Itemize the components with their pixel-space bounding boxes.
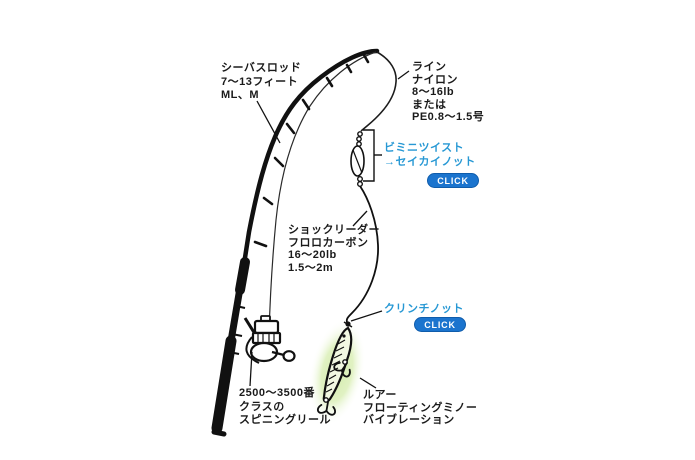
- rod-guides: [253, 53, 370, 248]
- lure-label-line: ルアー: [363, 389, 397, 401]
- rod-label-line: シーバスロッド: [221, 62, 302, 74]
- main-line: [360, 51, 397, 132]
- line-label-line: ナイロン: [412, 73, 458, 86]
- pointer-line: [397, 70, 410, 80]
- knot-bracket: [363, 129, 382, 182]
- bimini-click-button[interactable]: CLICK: [427, 173, 479, 188]
- running-line: [268, 51, 377, 335]
- shock-leader-line: 16～20lb: [288, 249, 337, 261]
- clinch-knot-link[interactable]: クリンチノット: [384, 303, 464, 315]
- reel-illustration: [243, 315, 296, 364]
- shock-leader-line: ショックリーダー: [288, 224, 380, 236]
- pointer-lines: [249, 70, 410, 389]
- pointer-clinch: [350, 310, 383, 322]
- reel-label-line: クラスの: [239, 400, 285, 413]
- clinch-knot-drawing: [343, 321, 353, 328]
- clinch-click-button[interactable]: CLICK: [414, 317, 466, 332]
- reel-label-line: スピニングリール: [239, 414, 331, 426]
- line-label: ライン ナイロン 8～16lb または PE0.8～1.5号: [412, 61, 484, 124]
- line-label-line: PE0.8～1.5号: [412, 111, 485, 123]
- bimini-knot-link-line[interactable]: →セイカイノット: [384, 155, 476, 168]
- bimini-knot-drawing: [350, 131, 365, 187]
- reel-label-line: 2500～3500番: [239, 387, 315, 399]
- lure-label-line: バイブレーション: [363, 414, 455, 426]
- pointer-lure: [359, 377, 377, 389]
- pointer-leader: [352, 210, 368, 227]
- line-label-line: ライン: [412, 61, 447, 73]
- rod-label: シーバスロッド 7～13フィート ML、M: [221, 62, 301, 103]
- bimini-knot-link[interactable]: ビミニツイスト →セイカイノット: [384, 142, 476, 169]
- line-label-line: または: [412, 98, 447, 111]
- lure-label-line: フローティングミノー: [363, 401, 478, 414]
- lure-illustration: [316, 326, 353, 416]
- leader-line: [345, 185, 379, 323]
- rod-label-line: ML、M: [221, 89, 260, 101]
- pointer-reel: [249, 351, 253, 387]
- line-label-line: 8～16lb: [412, 86, 455, 98]
- bimini-knot-link-line[interactable]: ビミニツイスト: [384, 142, 465, 154]
- shock-leader-line: フロロカーボン: [288, 236, 369, 249]
- shock-leader-line: 1.5～2m: [288, 261, 334, 274]
- reel-label: 2500～3500番 クラスの スピニングリール: [239, 387, 331, 428]
- lure-label: ルアー フローティングミノー バイブレーション: [363, 389, 477, 427]
- rod-label-line: 7～13フィート: [221, 75, 299, 88]
- pointer-rod: [256, 100, 281, 144]
- shock-leader-label: ショックリーダー フロロカーボン 16～20lb 1.5～2m: [288, 224, 380, 274]
- rod-illustration: [211, 48, 380, 437]
